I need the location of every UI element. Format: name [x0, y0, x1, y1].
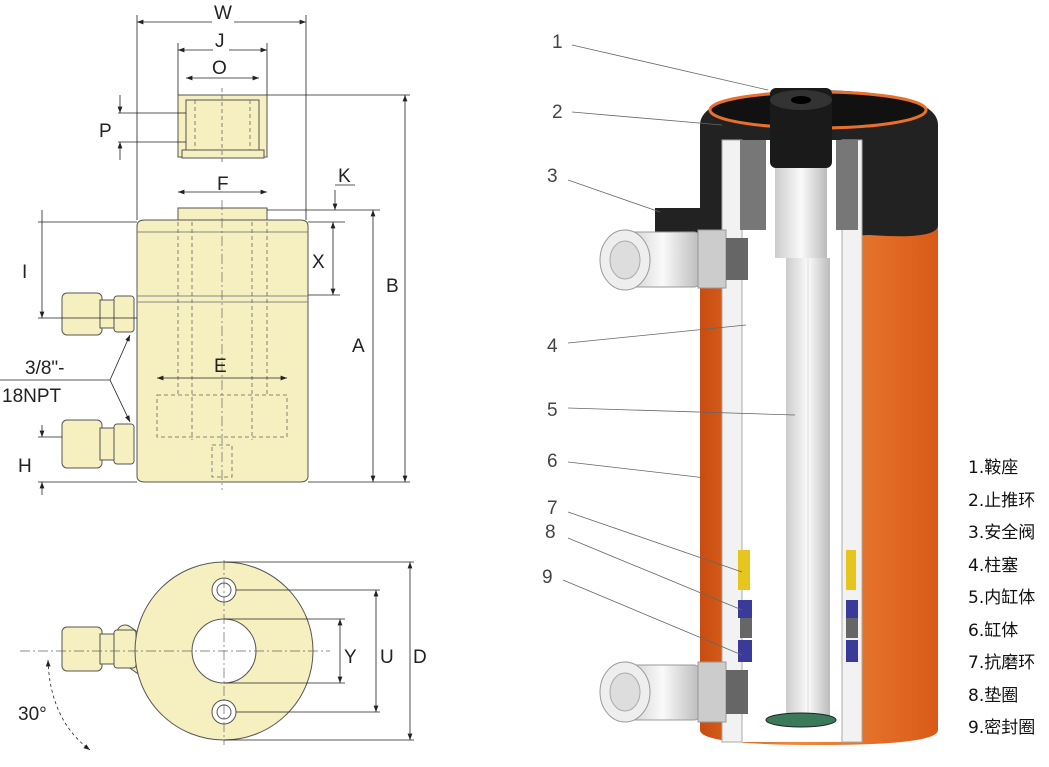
dim-k: K: [338, 166, 351, 187]
parts-legend: 1.鞍座 2.止推环 3.安全阀 4.柱塞 5.内缸体 6.缸体 7.抗磨环 8…: [968, 452, 1035, 745]
legend-item: 7.抗磨环: [968, 653, 1036, 673]
callout-2: 2: [552, 102, 563, 123]
dim-u: U: [380, 647, 394, 668]
callout-8: 8: [545, 522, 556, 543]
saddle-detail: [177, 88, 268, 165]
legend-item: 1.鞍座: [968, 458, 1019, 478]
dim-d: D: [413, 647, 427, 668]
cylinder-plan-view: [20, 560, 330, 751]
callout-1: 1: [552, 32, 563, 53]
dim-angle: 30°: [18, 704, 47, 725]
legend-item: 9.密封圈: [968, 718, 1036, 738]
dim-f: F: [217, 174, 229, 195]
dim-a: A: [352, 336, 365, 357]
legend-item: 4.柱塞: [968, 555, 1019, 576]
callout-9: 9: [542, 567, 553, 588]
dim-j: J: [215, 31, 225, 52]
legend-item: 5.内缸体: [968, 588, 1036, 608]
dim-w: W: [214, 3, 232, 24]
callout-7: 7: [547, 498, 558, 519]
port-thread-line2: 18NPT: [2, 386, 62, 407]
callout-6: 6: [547, 451, 558, 472]
hydraulic-port-lower: [61, 419, 135, 469]
legend-item: 3.安全阀: [968, 523, 1036, 543]
cylinder-cutaway: [599, 88, 938, 745]
callout-4: 4: [547, 336, 558, 357]
lower-fitting: [599, 661, 748, 723]
dim-p: P: [99, 121, 112, 142]
cylinder-elevation: [61, 200, 309, 490]
dimension-labels: W J O P F K X I B A E 3/8"- 18NPT H Y U …: [2, 2, 427, 725]
dim-y: Y: [344, 647, 357, 668]
callout-3: 3: [547, 166, 558, 187]
upper-fitting: [599, 229, 748, 291]
dim-x: X: [312, 252, 325, 273]
dim-i: I: [22, 262, 27, 283]
callout-5: 5: [547, 400, 558, 421]
dim-e: E: [214, 356, 227, 377]
dim-b: B: [386, 276, 399, 297]
hydraulic-port-upper: [61, 292, 135, 336]
callouts: 1 2 3 4 5 6 7 8 9: [542, 32, 796, 656]
legend-item: 2.止推环: [968, 490, 1036, 511]
legend-item: 8.垫圈: [968, 685, 1019, 706]
legend-item: 6.缸体: [968, 620, 1019, 641]
dim-h: H: [18, 456, 32, 477]
dim-o: O: [212, 58, 227, 79]
port-thread-line1: 3/8"-: [25, 358, 64, 379]
